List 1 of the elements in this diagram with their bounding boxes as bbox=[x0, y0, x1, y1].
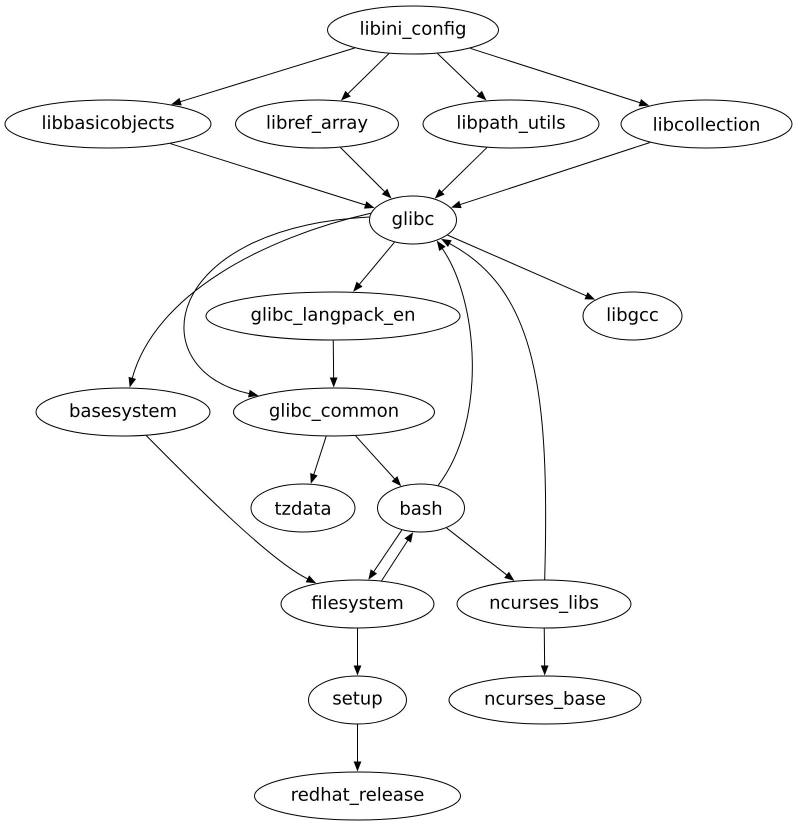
arrow bbox=[184, 216, 370, 398]
